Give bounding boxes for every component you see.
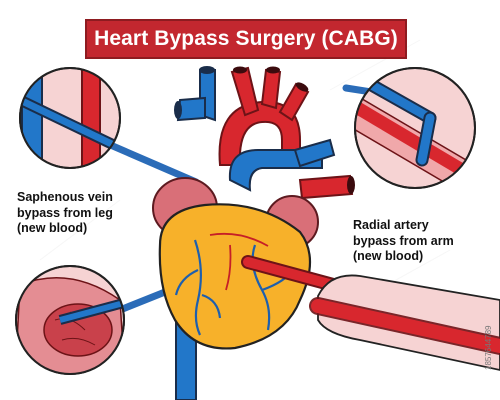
stock-id-watermark: 1857644789 (484, 325, 493, 371)
label-artery-line-2: bypass from arm (353, 233, 454, 248)
label-vein-line-3: (new blood) (17, 221, 88, 235)
page-title: Heart Bypass Surgery (CABG) (94, 27, 398, 50)
inset-coronary-bottom-left (15, 265, 125, 375)
label-artery-line-1: Radial artery (353, 218, 429, 232)
label-radial-artery: Radial artery bypass from arm (new blood… (353, 218, 454, 265)
label-saphenous-vein: Saphenous vein bypass from leg (new bloo… (17, 190, 113, 237)
inset-vein-graft-top-left (19, 67, 121, 169)
label-vein-line-2: bypass from leg (17, 205, 113, 220)
inset-artery-graft-top-right (354, 67, 476, 189)
label-vein-line-1: Saphenous vein (17, 190, 113, 204)
title-banner: Heart Bypass Surgery (CABG) (85, 19, 407, 59)
label-artery-line-3: (new blood) (353, 249, 424, 263)
arm-illustration (309, 274, 500, 371)
